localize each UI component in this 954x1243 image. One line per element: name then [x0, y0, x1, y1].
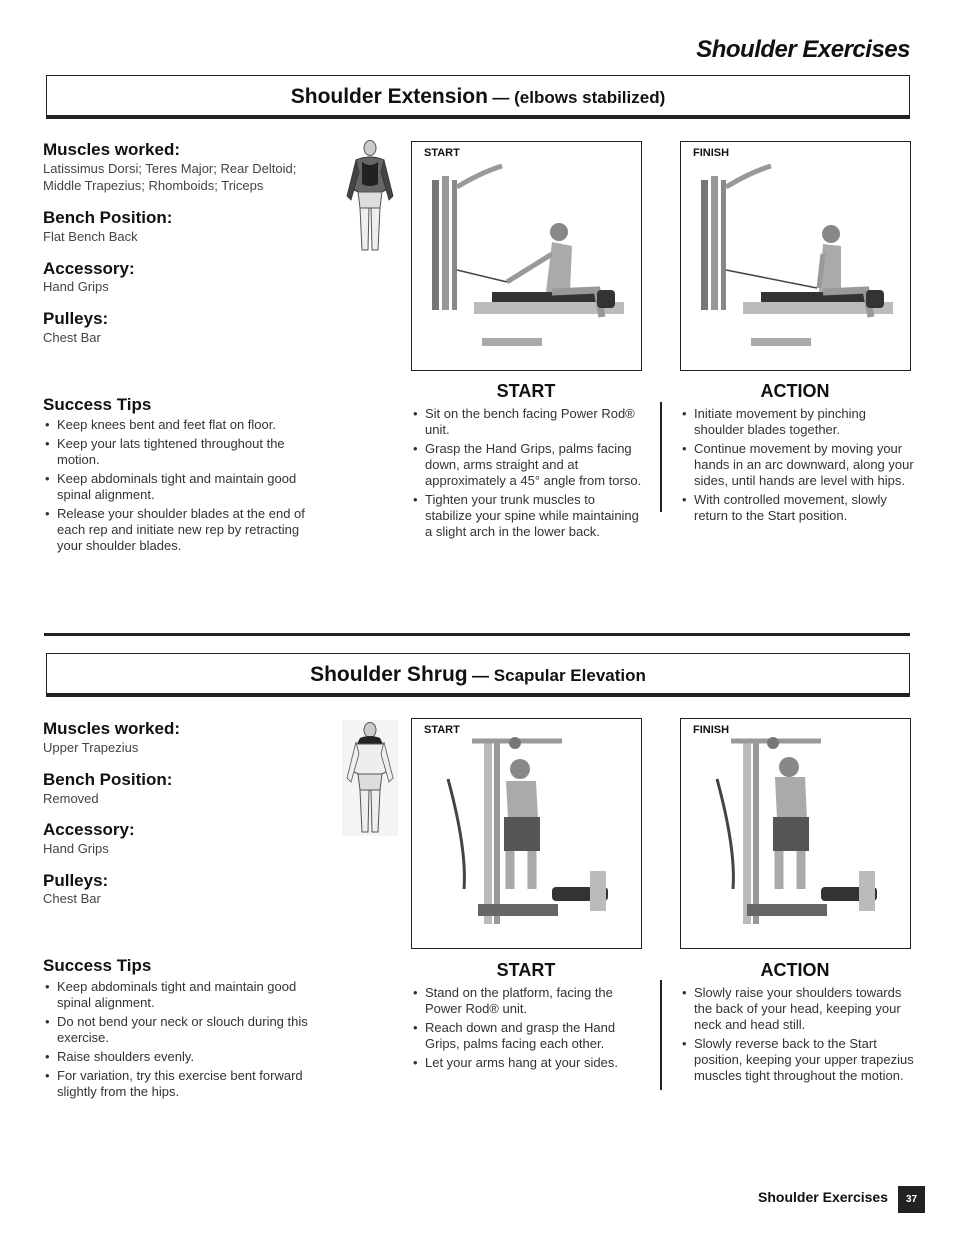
- accessory-label: Accessory:: [43, 820, 135, 839]
- bench-value: Flat Bench Back: [43, 229, 138, 244]
- column-divider: [660, 980, 662, 1090]
- success-tips-list: Keep knees bent and feet flat on floor. …: [43, 417, 315, 557]
- muscles-label: Muscles worked:: [43, 140, 180, 159]
- start-photo: START: [411, 718, 642, 949]
- list-item: Raise shoulders evenly.: [43, 1049, 315, 1065]
- finish-photo-caption: FINISH: [693, 147, 730, 159]
- pulleys-value: Chest Bar: [43, 330, 101, 345]
- success-tips-label: Success Tips: [43, 395, 152, 414]
- success-tips-label: Success Tips: [43, 956, 152, 975]
- muscles-label: Muscles worked:: [43, 719, 180, 738]
- start-photo-caption: START: [424, 724, 460, 736]
- list-item: Keep knees bent and feet flat on floor.: [43, 417, 315, 433]
- accessory-value: Hand Grips: [43, 279, 109, 294]
- section-title-box: Shoulder Shrug — Scapular Elevation: [46, 653, 910, 697]
- start-photo-caption: START: [424, 147, 460, 159]
- section-title: Shoulder Shrug: [310, 663, 468, 686]
- footer-section-label: Shoulder Exercises: [758, 1189, 888, 1205]
- muscles-value-line2: Middle Trapezius; Rhomboids; Triceps: [43, 178, 264, 193]
- action-steps-list: Initiate movement by pinching shoulder b…: [680, 406, 915, 527]
- list-item: Grasp the Hand Grips, palms facing down,…: [411, 441, 643, 489]
- list-item: Stand on the platform, facing the Power …: [411, 985, 643, 1017]
- muscle-anatomy-figure: [342, 138, 398, 254]
- pulleys-label: Pulleys:: [43, 309, 109, 328]
- list-item: For variation, try this exercise bent fo…: [43, 1068, 315, 1100]
- list-item: Reach down and grasp the Hand Grips, pal…: [411, 1020, 643, 1052]
- action-heading: ACTION: [760, 960, 830, 980]
- muscle-anatomy-figure: [342, 720, 398, 836]
- page-title: Shoulder Exercises: [696, 36, 910, 63]
- section-divider: [44, 633, 910, 636]
- list-item: Slowly reverse back to the Start positio…: [680, 1036, 915, 1084]
- section-subtitle: — (elbows stabilized): [492, 88, 666, 107]
- list-item: Keep abdominals tight and maintain good …: [43, 979, 315, 1011]
- start-heading: START: [496, 381, 556, 401]
- section-title: Shoulder Extension: [290, 85, 488, 108]
- list-item: Slowly raise your shoulders towards the …: [680, 985, 915, 1033]
- start-heading: START: [496, 960, 556, 980]
- column-divider: [660, 402, 662, 512]
- finish-photo: FINISH: [680, 141, 911, 371]
- start-steps-list: Stand on the platform, facing the Power …: [411, 985, 643, 1074]
- accessory-label: Accessory:: [43, 259, 135, 278]
- start-photo: START: [411, 141, 642, 371]
- muscles-value-line1: Latissimus Dorsi; Teres Major; Rear Delt…: [43, 161, 297, 176]
- page-number: 37: [898, 1186, 925, 1213]
- list-item: Tighten your trunk muscles to stabilize …: [411, 492, 643, 540]
- list-item: Continue movement by moving your hands i…: [680, 441, 915, 489]
- list-item: Keep your lats tightened throughout the …: [43, 436, 315, 468]
- action-steps-list: Slowly raise your shoulders towards the …: [680, 985, 915, 1087]
- section-title-box: Shoulder Extension — (elbows stabilized): [46, 75, 910, 119]
- list-item: With controlled movement, slowly return …: [680, 492, 915, 524]
- finish-photo-caption: FINISH: [693, 724, 730, 736]
- accessory-value: Hand Grips: [43, 841, 109, 856]
- bench-label: Bench Position:: [43, 770, 173, 789]
- pulleys-label: Pulleys:: [43, 871, 109, 890]
- list-item: Initiate movement by pinching shoulder b…: [680, 406, 915, 438]
- list-item: Release your shoulder blades at the end …: [43, 506, 315, 554]
- pulleys-value: Chest Bar: [43, 891, 101, 906]
- list-item: Do not bend your neck or slouch during t…: [43, 1014, 315, 1046]
- muscles-value-line1: Upper Trapezius: [43, 740, 139, 755]
- list-item: Let your arms hang at your sides.: [411, 1055, 643, 1071]
- bench-label: Bench Position:: [43, 208, 173, 227]
- list-item: Sit on the bench facing Power Rod® unit.: [411, 406, 643, 438]
- success-tips-list: Keep abdominals tight and maintain good …: [43, 979, 315, 1103]
- action-heading: ACTION: [760, 381, 830, 401]
- start-steps-list: Sit on the bench facing Power Rod® unit.…: [411, 406, 643, 543]
- list-item: Keep abdominals tight and maintain good …: [43, 471, 315, 503]
- bench-value: Removed: [43, 791, 99, 806]
- section-subtitle: — Scapular Elevation: [472, 666, 646, 685]
- finish-photo: FINISH: [680, 718, 911, 949]
